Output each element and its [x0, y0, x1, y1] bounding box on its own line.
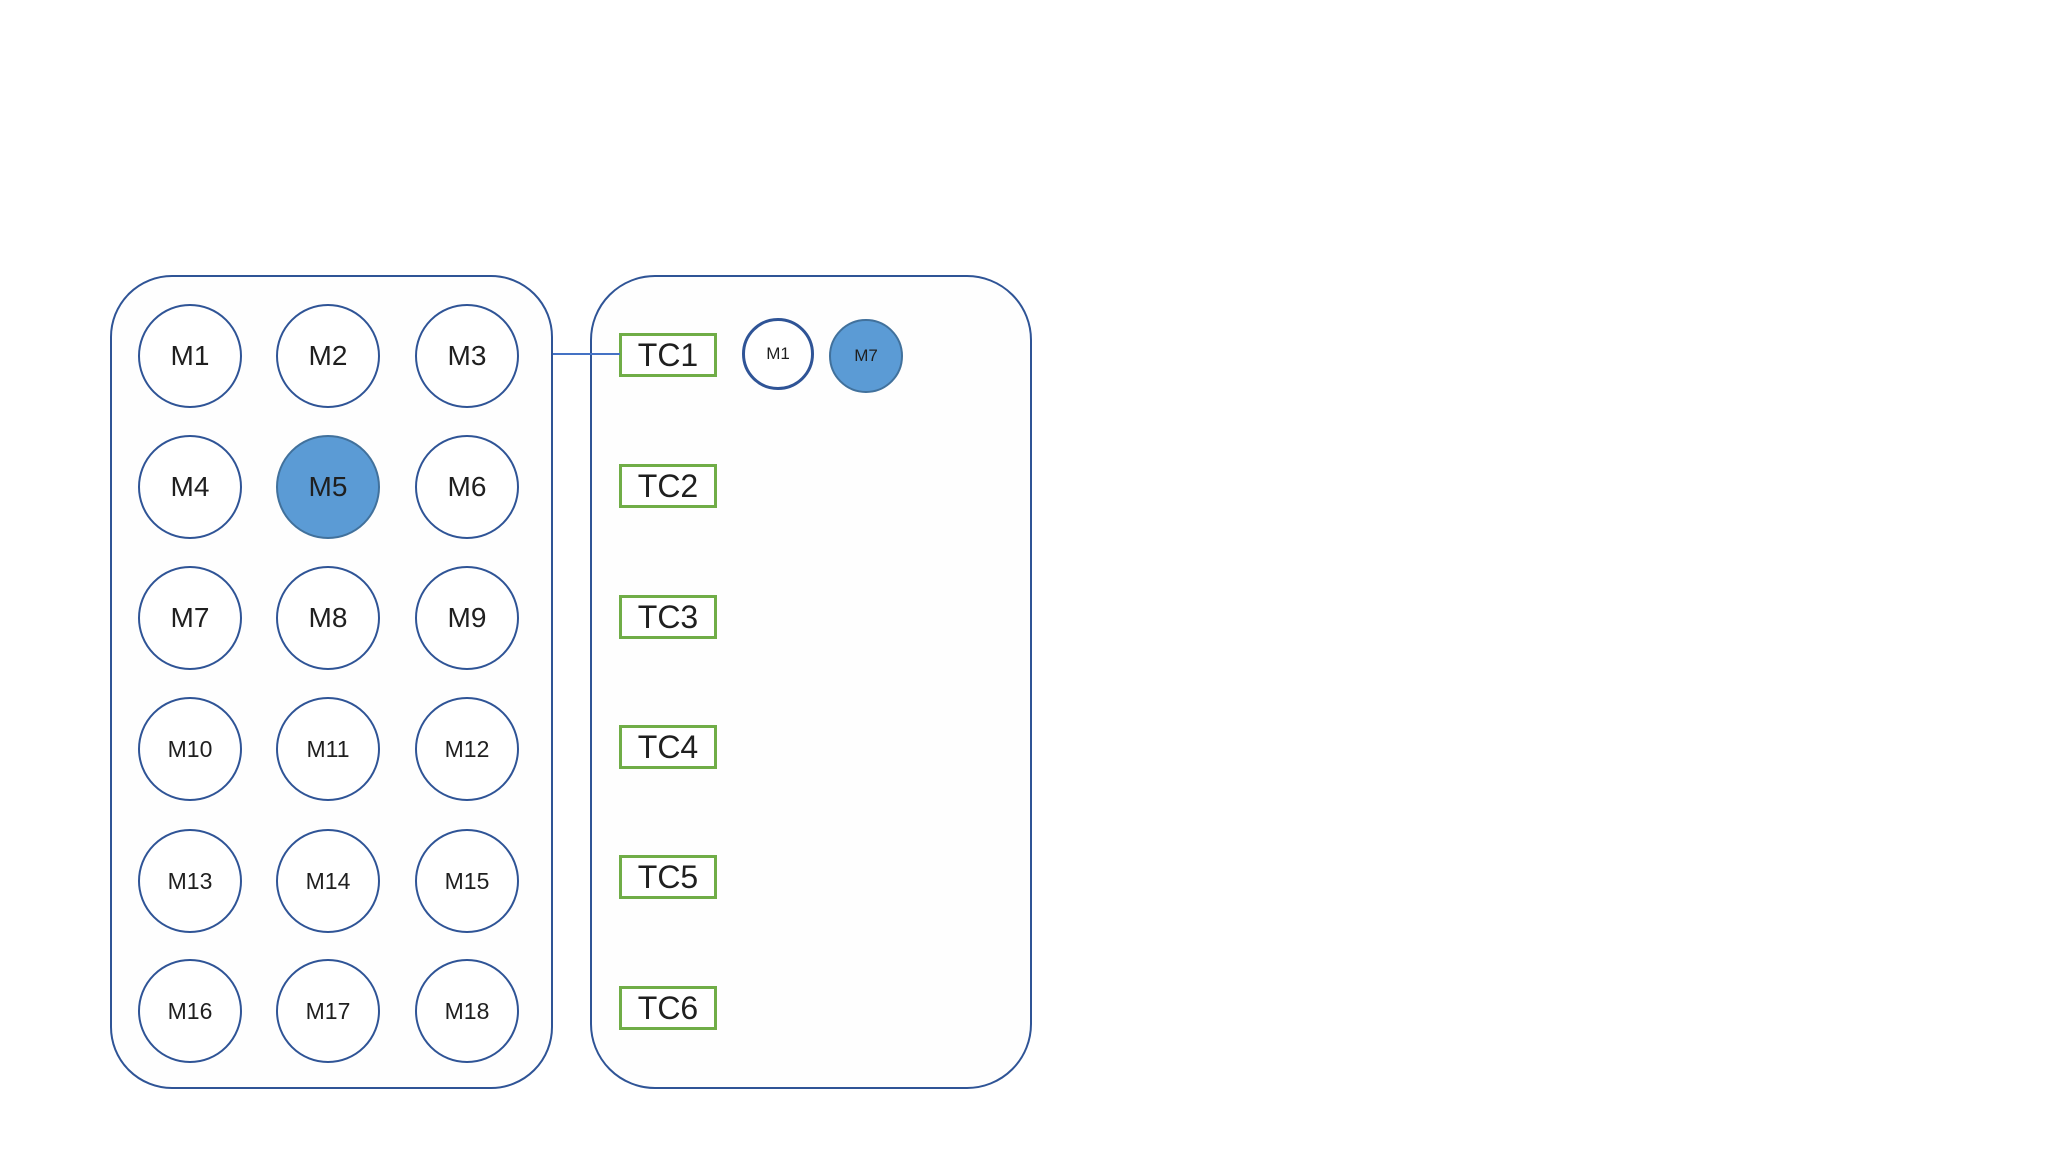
- testcase-box-tc2[interactable]: TC2: [619, 464, 717, 508]
- machine-label: M9: [447, 602, 487, 633]
- machine-label: M1: [170, 340, 210, 371]
- testcase-box-tc6[interactable]: TC6: [619, 986, 717, 1030]
- machine-label: M11: [306, 735, 350, 762]
- machine-label: M2: [308, 340, 348, 371]
- machine-label: M5: [308, 471, 348, 502]
- machine-node-m8[interactable]: M8: [276, 566, 380, 670]
- machine-token-label: M7: [854, 346, 878, 365]
- machine-node-m6[interactable]: M6: [415, 435, 519, 539]
- machine-label: M15: [444, 867, 490, 894]
- machine-label: M10: [167, 735, 213, 762]
- testcase-label: TC1: [637, 336, 699, 373]
- machine-node-m1[interactable]: M1: [138, 304, 242, 408]
- machine-pool-container: M1 M2 M3 M4 M5 M6 M7 M8 M9 M10 M11 M12 M…: [110, 275, 553, 1089]
- machine-node-m10[interactable]: M10: [138, 697, 242, 801]
- machine-label: M4: [170, 471, 210, 502]
- machine-node-m16[interactable]: M16: [138, 959, 242, 1063]
- testcase-box-tc4[interactable]: TC4: [619, 725, 717, 769]
- machine-node-m11[interactable]: M11: [276, 697, 380, 801]
- machine-node-m14[interactable]: M14: [276, 829, 380, 933]
- machine-node-m5-highlighted[interactable]: M5: [276, 435, 380, 539]
- tc1-machine-token-m7-highlighted[interactable]: M7: [829, 319, 903, 393]
- testcase-label: TC5: [637, 858, 699, 895]
- machine-label: M14: [305, 867, 351, 894]
- tc1-machine-token-m1[interactable]: M1: [742, 318, 814, 390]
- machine-node-m18[interactable]: M18: [415, 959, 519, 1063]
- machine-node-m2[interactable]: M2: [276, 304, 380, 408]
- machine-label: M18: [444, 997, 490, 1024]
- testcase-panel-container: TC1 TC2 TC3 TC4 TC5 TC6 M1 M7: [590, 275, 1032, 1089]
- machine-token-label: M1: [766, 344, 790, 363]
- machine-node-m9[interactable]: M9: [415, 566, 519, 670]
- testcase-label: TC4: [637, 728, 699, 765]
- machine-label: M8: [308, 602, 348, 633]
- machine-label: M16: [167, 997, 213, 1024]
- testcase-box-tc5[interactable]: TC5: [619, 855, 717, 899]
- machine-label: M3: [447, 340, 487, 371]
- machine-node-m3[interactable]: M3: [415, 304, 519, 408]
- testcase-label: TC6: [637, 989, 699, 1026]
- testcase-box-tc3[interactable]: TC3: [619, 595, 717, 639]
- machine-label: M17: [305, 997, 351, 1024]
- testcase-label: TC2: [637, 467, 699, 504]
- machine-node-m15[interactable]: M15: [415, 829, 519, 933]
- machine-node-m13[interactable]: M13: [138, 829, 242, 933]
- machine-label: M13: [167, 867, 213, 894]
- machine-label: M7: [170, 602, 210, 633]
- machine-label: M12: [444, 735, 490, 762]
- machine-node-m12[interactable]: M12: [415, 697, 519, 801]
- pool-to-tc1-connector-line: [553, 353, 620, 355]
- machine-label: M6: [447, 471, 487, 502]
- testcase-box-tc1[interactable]: TC1: [619, 333, 717, 377]
- testcase-label: TC3: [637, 598, 699, 635]
- machine-node-m7[interactable]: M7: [138, 566, 242, 670]
- machine-node-m17[interactable]: M17: [276, 959, 380, 1063]
- machine-node-m4[interactable]: M4: [138, 435, 242, 539]
